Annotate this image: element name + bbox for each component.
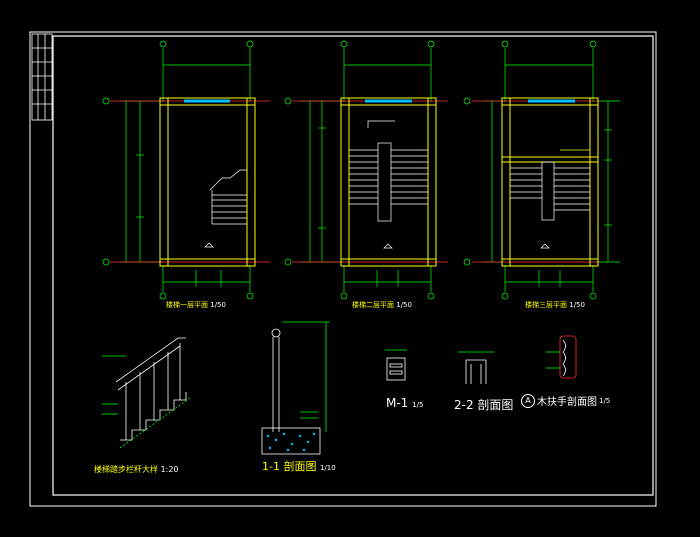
- plan-1-title: 楼梯一层平面: [166, 301, 208, 309]
- plan-3-scale: 1/50: [569, 301, 585, 309]
- handrail-title: 木扶手剖面图: [537, 397, 597, 408]
- railing-detail: [102, 337, 191, 449]
- plan-2-caption: 楼梯二层平面 1/50: [352, 300, 412, 310]
- handrail-mark: A: [521, 393, 535, 408]
- plan-2-scale: 1/50: [396, 301, 412, 309]
- section-1-1-detail: [261, 321, 330, 455]
- m1-detail: [385, 349, 407, 381]
- section-2-2-detail: [458, 351, 494, 384]
- section-1-1-scale: 1/10: [319, 464, 336, 472]
- section-1-1-fill: [266, 432, 316, 452]
- section-1-1-title: 1-1 剖面图: [262, 460, 317, 473]
- m1-scale: 1/5: [412, 401, 424, 409]
- handrail-caption: A 木扶手剖面图 1/5: [521, 393, 610, 408]
- sheet-outer-border: [29, 31, 657, 507]
- railing-caption: 楼梯踏步栏杆大样 1:20: [94, 464, 179, 475]
- section-2-2-caption: 2-2 剖面图: [454, 396, 513, 413]
- section-2-2-title: 2-2 剖面图: [454, 398, 514, 412]
- sheet-inner-border: [52, 35, 654, 496]
- railing-title: 楼梯踏步栏杆大样: [94, 465, 158, 474]
- plan-2-title: 楼梯二层平面: [352, 301, 394, 309]
- binding-strip: [31, 33, 53, 121]
- m1-caption: M-1 1/5: [386, 396, 423, 410]
- plan-1-scale: 1/50: [210, 301, 226, 309]
- railing-scale: 1:20: [160, 465, 179, 474]
- plan-level-2: [284, 40, 448, 300]
- plan-3-caption: 楼梯三层平面 1/50: [525, 300, 585, 310]
- plan-level-3: [463, 40, 620, 300]
- plan-level-1: [102, 40, 270, 300]
- plan-3-title: 楼梯三层平面: [525, 301, 567, 309]
- m1-title: M-1: [386, 396, 409, 410]
- handrail-scale: 1/5: [599, 396, 611, 405]
- plan-1-caption: 楼梯一层平面 1/50: [166, 300, 226, 310]
- section-1-1-caption: 1-1 剖面图 1/10: [262, 458, 336, 474]
- handrail-detail: [546, 335, 577, 379]
